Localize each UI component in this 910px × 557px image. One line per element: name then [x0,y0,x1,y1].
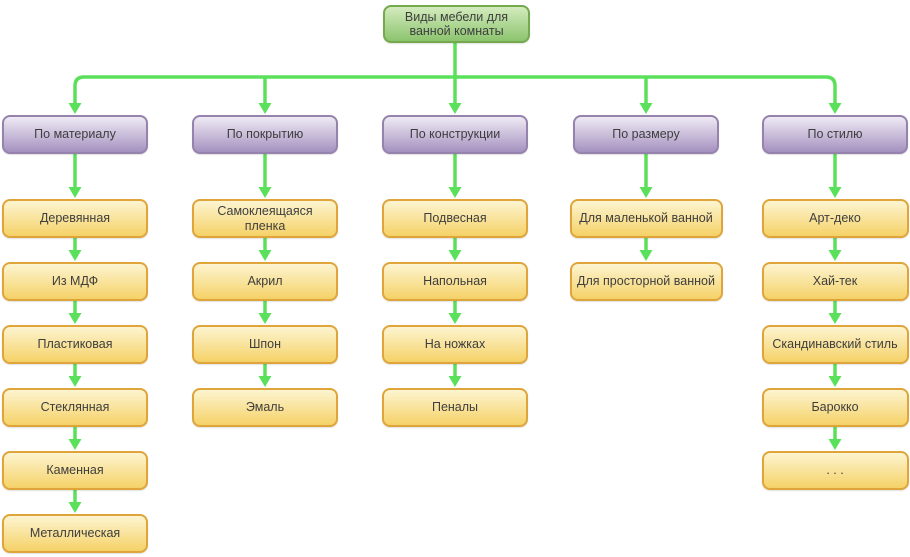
arrowhead-icon [828,439,842,450]
arrowhead-icon [258,187,272,198]
item-node-3-0[interactable]: Для маленькой ванной [569,199,723,238]
item-node-3-1[interactable]: Для просторной ванной [569,262,723,301]
arrowhead-icon [828,103,842,114]
item-node-1-1[interactable]: Акрил [192,262,338,301]
arrowhead-icon [828,250,842,261]
item-node-4-1[interactable]: Хай-тек [761,262,909,301]
arrowhead-icon [448,376,462,387]
arrowhead-icon [258,103,272,114]
item-node-4-0[interactable]: Арт-деко [761,199,909,238]
arrowhead-icon [258,250,272,261]
connector-line [73,75,837,87]
category-node-2[interactable]: По конструкции [382,115,528,154]
item-node-4-3[interactable]: Барокко [761,388,909,427]
item-node-4-2[interactable]: Скандинавский стиль [761,325,909,364]
arrowhead-icon [68,250,82,261]
category-node-3[interactable]: По размеру [573,115,719,154]
item-node-1-2[interactable]: Шпон [192,325,338,364]
arrowhead-icon [68,187,82,198]
arrowhead-icon [68,439,82,450]
item-node-0-3[interactable]: Стеклянная [2,388,148,427]
arrowhead-icon [828,313,842,324]
root-node[interactable]: Виды мебели для ванной комнаты [383,5,530,43]
arrowhead-icon [828,187,842,198]
item-node-4-4[interactable]: . . . [761,451,909,490]
arrowhead-icon [448,187,462,198]
item-node-2-0[interactable]: Подвесная [382,199,528,238]
item-node-0-2[interactable]: Пластиковая [2,325,148,364]
item-node-1-0[interactable]: Самоклеящаяся пленка [192,199,338,238]
category-node-4[interactable]: По стилю [762,115,908,154]
category-node-1[interactable]: По покрытию [192,115,338,154]
item-node-0-0[interactable]: Деревянная [2,199,148,238]
arrowhead-icon [68,502,82,513]
arrowhead-icon [448,250,462,261]
arrowhead-icon [448,313,462,324]
item-node-1-3[interactable]: Эмаль [192,388,338,427]
arrowhead-icon [639,187,653,198]
arrowhead-icon [448,103,462,114]
arrowhead-icon [828,376,842,387]
item-node-2-1[interactable]: Напольная [382,262,528,301]
arrowhead-icon [258,376,272,387]
arrowhead-icon [68,103,82,114]
item-node-0-1[interactable]: Из МДФ [2,262,148,301]
arrowhead-icon [68,376,82,387]
item-node-2-3[interactable]: Пеналы [382,388,528,427]
arrowhead-icon [639,250,653,261]
arrowhead-icon [639,103,653,114]
category-node-0[interactable]: По материалу [2,115,148,154]
arrowhead-icon [258,313,272,324]
arrowhead-icon [68,313,82,324]
item-node-0-4[interactable]: Каменная [2,451,148,490]
item-node-0-5[interactable]: Металлическая [2,514,148,553]
item-node-2-2[interactable]: На ножках [382,325,528,364]
